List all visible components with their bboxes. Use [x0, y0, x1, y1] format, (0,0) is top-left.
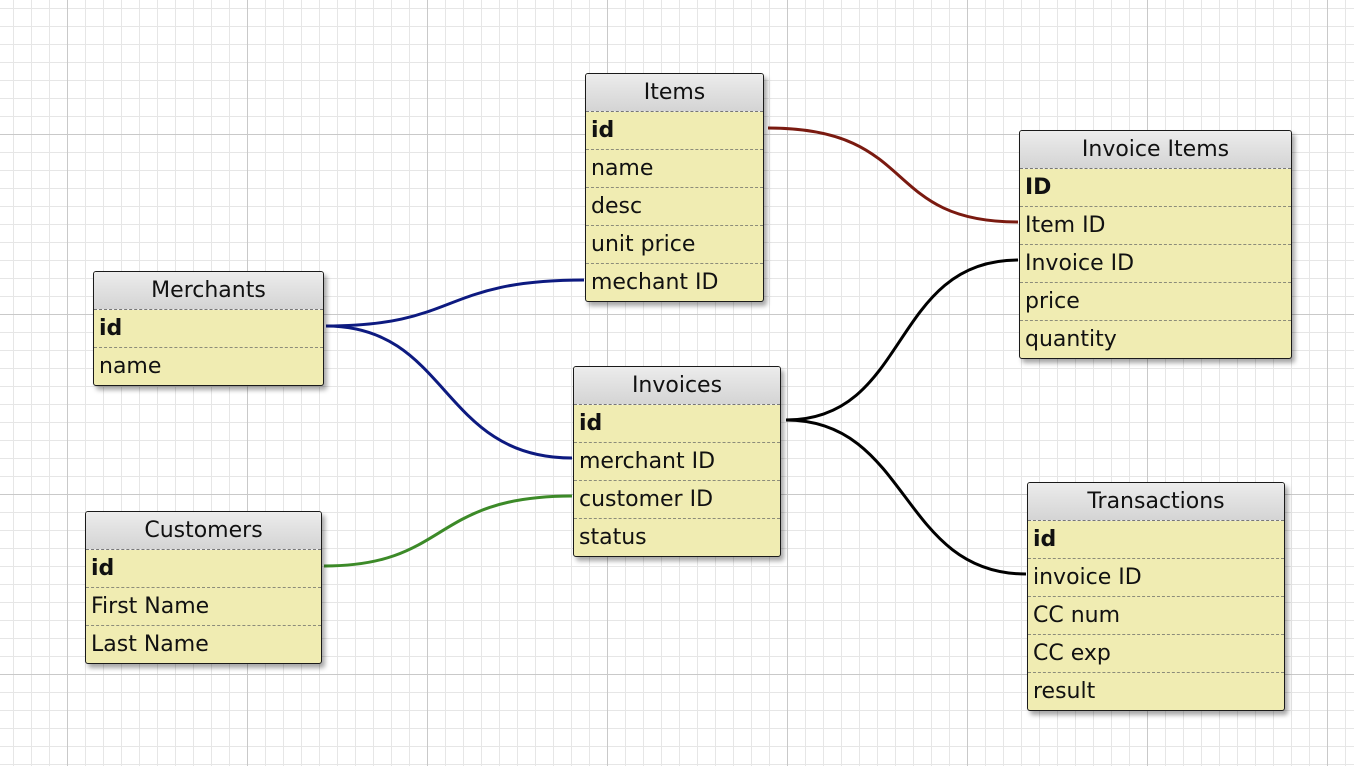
invoices-table[interactable]: Invoices id merchant ID customer ID stat…: [573, 366, 781, 557]
field-row[interactable]: status: [579, 525, 647, 550]
field-row[interactable]: id: [1028, 521, 1284, 559]
field-row[interactable]: price: [1020, 283, 1291, 321]
customers-table[interactable]: Customers id First Name Last Name: [85, 511, 322, 664]
field-row[interactable]: invoice ID: [1028, 559, 1284, 597]
table-title[interactable]: Invoices: [574, 367, 780, 405]
field-row[interactable]: merchant ID: [574, 443, 780, 481]
invoice-items-table[interactable]: Invoice Items ID Item ID Invoice ID pric…: [1019, 130, 1292, 359]
field-row[interactable]: id: [586, 112, 763, 150]
field-row[interactable]: First Name: [86, 588, 321, 626]
rel-invoices-invoice-items: [785, 258, 1019, 422]
items-table[interactable]: Items id name desc unit price mechant ID: [585, 73, 764, 302]
table-title[interactable]: Merchants: [94, 272, 323, 310]
field-row[interactable]: ID: [1020, 169, 1291, 207]
table-title[interactable]: Transactions: [1028, 483, 1284, 521]
rel-items-invoice-items: [767, 126, 1019, 224]
rel-invoices-transactions: [785, 418, 1027, 576]
field-row[interactable]: customer ID: [574, 481, 780, 519]
table-title[interactable]: Items: [586, 74, 763, 112]
field-row[interactable]: CC exp: [1028, 635, 1284, 673]
table-title[interactable]: Invoice Items: [1020, 131, 1291, 169]
field-row[interactable]: id: [574, 405, 780, 443]
field-row[interactable]: desc: [586, 188, 763, 226]
merchants-table[interactable]: Merchants id name: [93, 271, 324, 386]
field-row[interactable]: Item ID: [1020, 207, 1291, 245]
field-row[interactable]: mechant ID: [591, 270, 719, 295]
transactions-table[interactable]: Transactions id invoice ID CC num CC exp…: [1027, 482, 1285, 711]
rel-customers-invoices: [323, 494, 573, 568]
field-row[interactable]: name: [586, 150, 763, 188]
field-row[interactable]: Last Name: [91, 632, 209, 657]
field-row[interactable]: name: [99, 354, 162, 379]
field-row[interactable]: quantity: [1025, 327, 1117, 352]
field-row[interactable]: CC num: [1028, 597, 1284, 635]
table-title[interactable]: Customers: [86, 512, 321, 550]
field-row[interactable]: id: [94, 310, 323, 348]
field-row[interactable]: result: [1033, 679, 1096, 704]
rel-merchants-items: [325, 278, 585, 328]
field-row[interactable]: id: [86, 550, 321, 588]
rel-merchants-invoices: [325, 324, 573, 460]
field-row[interactable]: unit price: [586, 226, 763, 264]
field-row[interactable]: Invoice ID: [1020, 245, 1291, 283]
